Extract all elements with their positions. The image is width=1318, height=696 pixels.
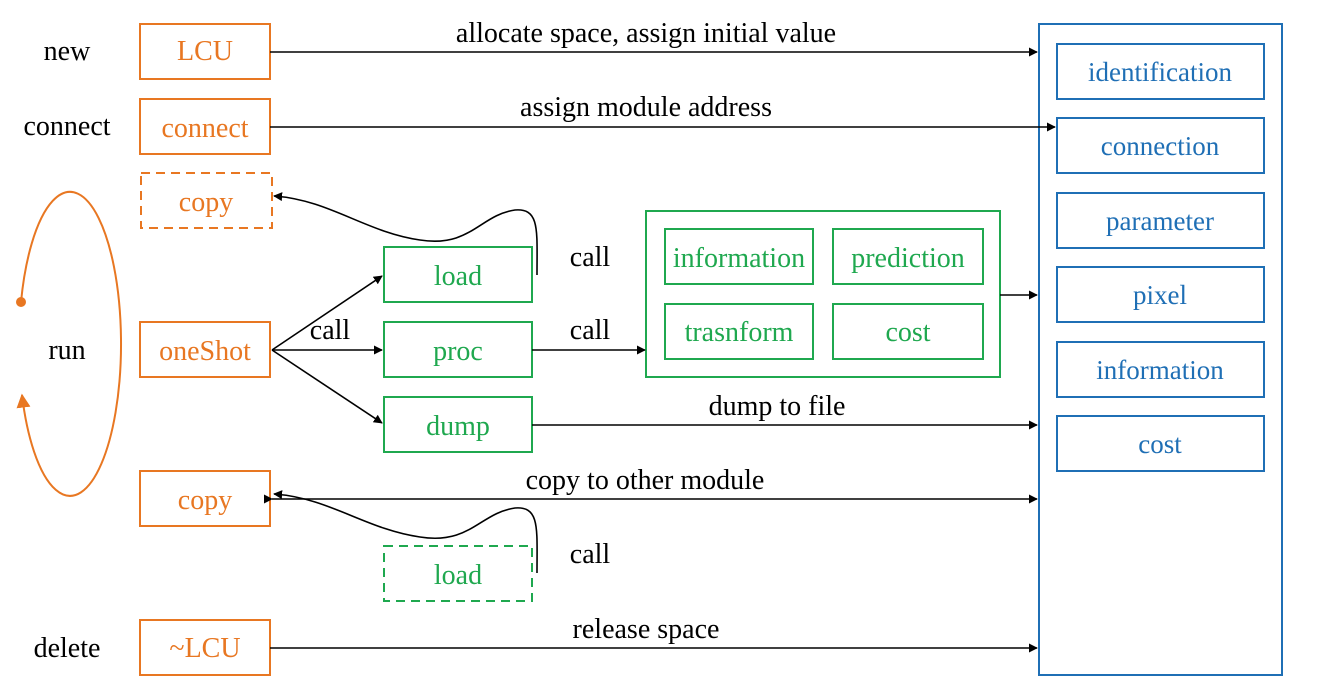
prediction-module-label: prediction (851, 243, 965, 274)
arrow-oneshot-dump (271, 349, 383, 424)
field-pixel: pixel (1056, 266, 1265, 323)
oneshot-box: oneShot (139, 321, 271, 378)
field-cost: cost (1056, 415, 1265, 472)
load-box: load (383, 246, 533, 303)
information-module: information (664, 228, 814, 285)
cost-module: cost (832, 303, 984, 360)
field-connection-label: connection (1101, 131, 1220, 161)
phase-label-new: new (44, 36, 91, 67)
destructor-box: ~LCU (139, 619, 271, 676)
field-pixel-label: pixel (1133, 280, 1187, 310)
label-allocate: allocate space, assign initial value (456, 18, 836, 49)
phase-label-run: run (48, 335, 85, 366)
run-loop-arc (16, 190, 123, 497)
label-call-proc: call (570, 315, 611, 346)
load-dashed-box: load (383, 545, 533, 602)
label-copy-to-other: copy to other module (526, 465, 765, 496)
load-dashed-box-label: load (434, 560, 482, 591)
phase-label-connect: connect (23, 111, 110, 142)
connect-box-label: connect (161, 113, 248, 144)
field-parameter: parameter (1056, 192, 1265, 249)
arrow-load2-to-copy (273, 490, 538, 574)
oneshot-box-label: oneShot (159, 336, 251, 367)
proc-box-label: proc (433, 336, 483, 367)
arrow-load-to-copy (273, 192, 538, 276)
label-call-load2: call (570, 539, 611, 570)
prediction-module: prediction (832, 228, 984, 285)
field-information: information (1056, 341, 1265, 398)
arrow-oneshot-load (271, 275, 383, 351)
destructor-box-label: ~LCU (169, 633, 240, 664)
proc-box: proc (383, 321, 533, 378)
label-assign-address: assign module address (520, 92, 772, 123)
label-release: release space (573, 614, 720, 645)
trasnform-module-label: trasnform (685, 317, 794, 348)
information-module-label: information (673, 243, 805, 274)
phase-label-delete: delete (34, 633, 101, 664)
copy-box-label: copy (178, 485, 232, 516)
lcu-box-label: LCU (177, 36, 233, 67)
copy-dashed-box-label: copy (179, 187, 233, 218)
label-call-load: call (570, 242, 611, 273)
connect-box: connect (139, 98, 271, 155)
field-identification: identification (1056, 43, 1265, 100)
dump-box: dump (383, 396, 533, 453)
trasnform-module: trasnform (664, 303, 814, 360)
cost-module-label: cost (885, 317, 930, 348)
load-box-label: load (434, 261, 482, 292)
run-loop-dot (16, 297, 26, 307)
dump-box-label: dump (426, 411, 490, 442)
label-call-oneshot: call (310, 315, 351, 346)
copy-dashed-box: copy (140, 172, 273, 229)
field-cost-label: cost (1138, 429, 1182, 459)
field-connection: connection (1056, 117, 1265, 174)
lcu-box: LCU (139, 23, 271, 80)
field-identification-label: identification (1088, 57, 1232, 87)
field-information-label: information (1096, 355, 1224, 385)
field-parameter-label: parameter (1106, 206, 1214, 236)
copy-box: copy (139, 470, 271, 527)
label-dump-to-file: dump to file (709, 391, 846, 422)
